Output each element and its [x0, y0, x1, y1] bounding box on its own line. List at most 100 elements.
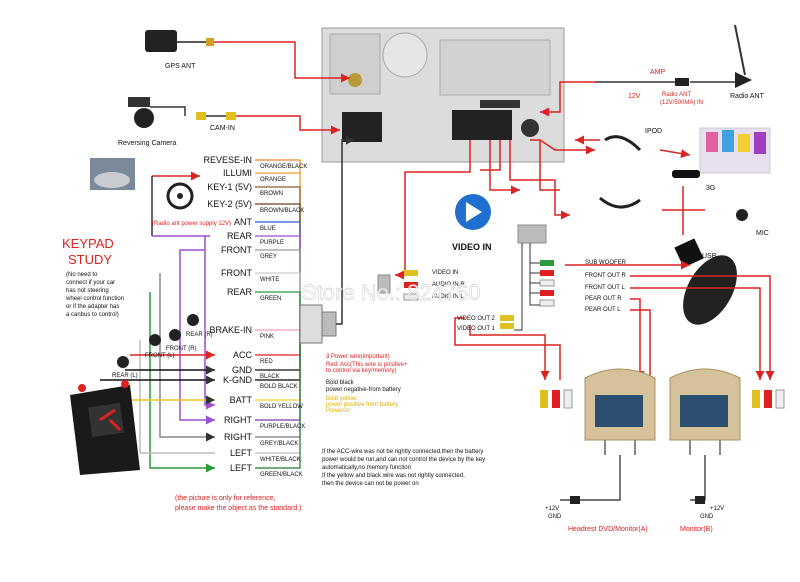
harness-label: BATT [230, 395, 253, 405]
keypad-subtitle: STUDY [68, 252, 112, 267]
usb-label: USB [702, 253, 717, 260]
wire-color-label: BOLD YELLOW [260, 404, 303, 410]
reference-note-1: (the picture is only for reference, [175, 495, 275, 502]
keypad-note-line: wheel control function [65, 296, 124, 302]
video-in-icon [455, 194, 491, 230]
bottom-note-4: If the yellow and black wire was not rig… [322, 473, 465, 479]
harness-label: K-GND [223, 375, 253, 385]
front-out-r: FRONT OUT R [585, 273, 626, 279]
car-battery [70, 380, 140, 475]
gnd-a: GND [548, 514, 562, 520]
harness-label: GND [232, 365, 253, 375]
v12-label: 12V [628, 93, 641, 100]
harness-label: ACC [233, 350, 253, 360]
bold-black-2: power negative-from battery [326, 387, 401, 393]
sub-woofer: SUB WOOFER [585, 260, 627, 266]
wire-color-label: BROWN [260, 191, 283, 197]
harness-label: FRONT [221, 245, 252, 255]
ipod-cable [575, 127, 771, 174]
bold-yellow-3: Poweron [326, 408, 350, 414]
harness-label: KEY-1 (5V) [207, 182, 252, 192]
plus12v-a: +12V [545, 506, 559, 512]
harness-wire [255, 324, 301, 381]
harness-label: RIGHT [224, 432, 253, 442]
radio-ant-label: Radio ANT [730, 93, 765, 100]
power-wire-title: 3 Power wire(important) [326, 354, 390, 360]
panel-connection-lines [395, 139, 595, 280]
wire-color-label: GREY [260, 254, 277, 260]
camera-label-front-l: FRONT (L) [145, 353, 175, 359]
ipod-label: IPOD [645, 128, 662, 135]
wire-color-label: BROWN/BLACK [260, 208, 304, 214]
rear-output-lines [454, 275, 775, 380]
video-in-port: VIDEO IN [432, 270, 458, 276]
bold-yellow: Bold yellow: [326, 396, 358, 402]
front-out-l: FRONT OUT L [585, 285, 625, 291]
keypad-note-line: connect if your car [66, 280, 115, 286]
gnd-b: GND [700, 514, 714, 520]
harness-connector [299, 135, 355, 344]
video-out-1: VIDEO OUT 1 [457, 326, 496, 332]
wire-color-label: PURPLE [260, 240, 284, 246]
rca-adapters [377, 224, 555, 331]
plus12v-b: +12V [710, 506, 724, 512]
camera-label-rear-l: REAR (L) [112, 373, 138, 379]
headrest-a-label: Headrest DVD/Monitor(A) [568, 526, 648, 533]
car-thumbnail [90, 158, 135, 190]
power-wire-red-2: to control via key/memory) [326, 368, 396, 374]
harness-label: REAR [227, 287, 253, 297]
harness-label: REAR [227, 231, 253, 241]
g3-label: 3G [706, 185, 715, 192]
harness-wire [255, 249, 301, 324]
radio-antenna [540, 24, 752, 117]
radio-ant-spec: (12V/500MA) IN [660, 100, 703, 106]
steering-wheel-icon [166, 182, 194, 210]
accessory-devices [599, 170, 748, 268]
wire-color-label: BLACK [260, 374, 280, 380]
harness-label: FRONT [221, 268, 252, 278]
watermark: Store No.: 824760 [302, 280, 481, 305]
gps-label: GPS ANT [165, 63, 196, 70]
wire-color-label: WHITE [260, 277, 279, 283]
harness-wires [255, 159, 301, 469]
gps-antenna [145, 30, 350, 83]
camera-label-front-r: FRONT (R) [166, 346, 197, 352]
video-out-2: VIDEO OUT 2 [457, 316, 496, 322]
rear-out-l: PEAR OUT L [585, 307, 621, 313]
harness-label: BRAKE-IN [209, 325, 252, 335]
bottom-note-2: power would be run,and can not control t… [322, 457, 485, 463]
reversing-camera [128, 97, 340, 135]
power-wire-red: Red: Acc(This wire is positive+ [326, 362, 408, 368]
camera-label-rear-r: REAR (R) [186, 332, 213, 338]
parking-sensors [117, 314, 199, 368]
head-unit-panel [321, 27, 565, 163]
monitor-b-label: Monitor(B) [680, 526, 713, 533]
radio-power-note: (Radio ant power supply 12V) [152, 221, 231, 227]
subwoofer [565, 255, 737, 325]
keypad-title: KEYPAD [62, 236, 114, 251]
keypad-note-line: a canbus to control) [66, 312, 119, 318]
wire-color-label: BOLD BLACK [260, 384, 298, 390]
cam-in-label: CAM-IN [210, 125, 235, 132]
keypad-note-line: has not steering [66, 288, 109, 294]
radio-ant-small: Radio ANT [662, 92, 691, 98]
harness-label: LEFT [230, 448, 253, 458]
bottom-note-1: If the ACC-wire was not be rightly conne… [322, 449, 483, 455]
audio-in-l: AUDIO IN L [432, 294, 464, 300]
audio-in-r: AUDIO IN R [432, 282, 465, 288]
wire-color-label: RED [260, 359, 273, 365]
harness-label: REVESE-IN [203, 155, 252, 165]
harness-label: KEY-2 (5V) [207, 199, 252, 209]
video-in-title: VIDEO IN [452, 242, 492, 252]
bottom-note-3: automatically,no memory function [322, 465, 411, 471]
harness-label: ILLUMI [223, 168, 252, 178]
wire-color-label: PINK [260, 334, 274, 340]
harness-label: ANT [234, 217, 253, 227]
camera-label: Reversing Camera [118, 140, 176, 147]
wire-color-label: GREEN [260, 296, 281, 302]
mic-label: MIC [756, 230, 769, 237]
